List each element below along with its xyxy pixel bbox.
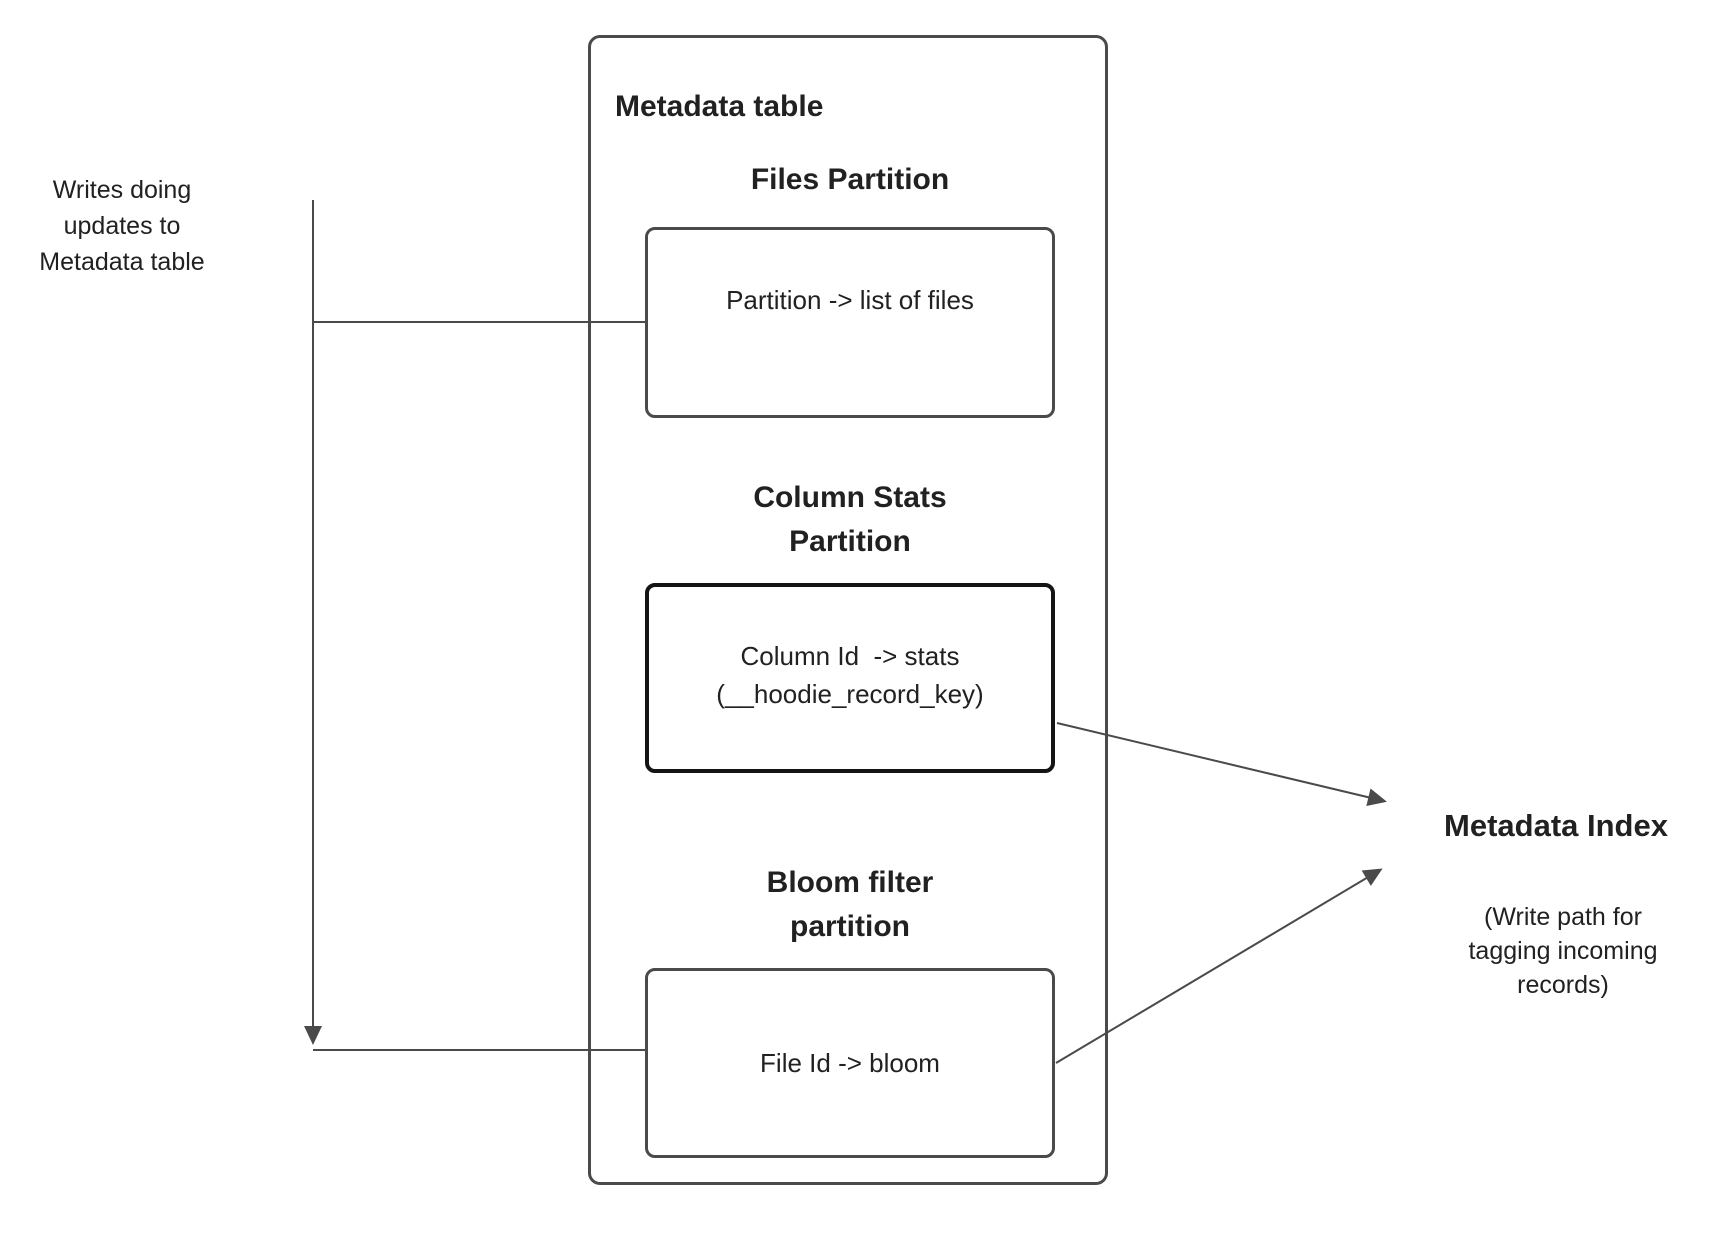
metadata-index-note-line: tagging incoming — [1468, 937, 1658, 965]
metadata-table-title: Metadata table — [615, 90, 824, 123]
files-partition-mapping: Partition -> list of files — [726, 285, 974, 315]
bloom-filter-partition-box: File Id -> bloom — [645, 968, 1055, 1158]
files-partition-heading: Files Partition — [645, 158, 1055, 202]
bloom-filter-mapping: File Id -> bloom — [760, 1048, 940, 1078]
writes-note: Writes doing updates to Metadata table — [7, 172, 237, 280]
writes-note-line: updates to — [63, 212, 181, 240]
column-stats-record-key: (__hoodie_record_key) — [716, 679, 984, 709]
bloom-filter-heading-line: partition — [790, 910, 910, 943]
column-stats-mapping: Column Id -> stats — [740, 641, 960, 671]
writes-note-line: Writes doing — [52, 176, 192, 204]
metadata-index-note-line: (Write path for — [1484, 903, 1642, 931]
bloom-filter-partition-heading: Bloom filter partition — [645, 861, 1055, 949]
bloom-filter-heading-line: Bloom filter — [766, 866, 934, 899]
column-stats-heading-line: Partition — [789, 525, 911, 558]
files-partition-heading-line: Files Partition — [750, 163, 950, 196]
metadata-index-note: (Write path for tagging incoming records… — [1413, 900, 1713, 1002]
column-stats-partition-heading: Column Stats Partition — [645, 476, 1055, 564]
files-partition-box: Partition -> list of files — [645, 227, 1055, 418]
metadata-index-title: Metadata Index — [1444, 808, 1668, 843]
writes-note-line: Metadata table — [39, 248, 205, 276]
metadata-table-container — [588, 35, 1108, 1185]
column-stats-heading-line: Column Stats — [753, 481, 947, 514]
column-stats-partition-box: Column Id -> stats (__hoodie_record_key) — [645, 583, 1055, 773]
metadata-index-note-line: records) — [1517, 971, 1609, 999]
